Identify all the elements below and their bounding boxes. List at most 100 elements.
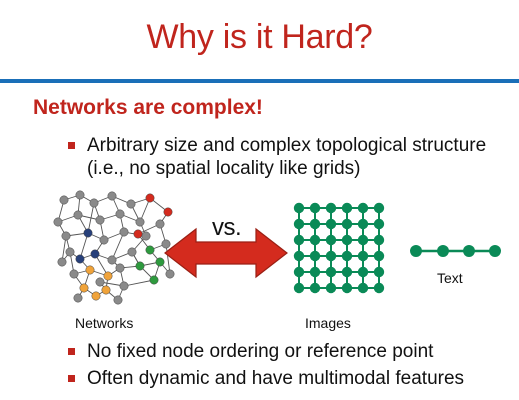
network-edge [111, 231, 125, 261]
grid-node [325, 234, 337, 246]
images-caption: Images [305, 315, 351, 331]
network-node [163, 207, 173, 217]
network-edge [87, 202, 95, 234]
network-node [145, 245, 155, 255]
network-node [155, 219, 165, 229]
network-edge [123, 279, 155, 287]
double-arrow-shape [164, 227, 288, 279]
network-node [61, 231, 71, 241]
grid-node [373, 282, 385, 294]
network-node [113, 295, 123, 305]
title-divider [0, 79, 519, 83]
grid-node [325, 266, 337, 278]
grid-node [357, 234, 369, 246]
grid-node [293, 266, 305, 278]
network-node [57, 257, 67, 267]
network-node [59, 195, 69, 205]
bullet-text: No fixed node ordering or reference poin… [87, 341, 434, 362]
networks-caption: Networks [75, 315, 134, 331]
grid-node [309, 234, 321, 246]
grid-node [309, 218, 321, 230]
network-node [107, 191, 117, 201]
network-node [85, 265, 95, 275]
bullet-item-1: Arbitrary size and complex topological s… [68, 134, 497, 180]
chain-node [463, 245, 475, 257]
grid-node [357, 250, 369, 262]
grid-node [325, 250, 337, 262]
bullet-item-3: Often dynamic and have multimodal featur… [68, 367, 465, 390]
grid-node [341, 250, 353, 262]
vs-label: vs. [212, 214, 242, 241]
grid-node [373, 250, 385, 262]
network-node [119, 281, 129, 291]
network-node [91, 291, 101, 301]
grid-node [325, 282, 337, 294]
grid-node [373, 234, 385, 246]
network-node [115, 263, 125, 273]
grid-node [373, 266, 385, 278]
grid-node [373, 202, 385, 214]
grid-node [341, 218, 353, 230]
network-node [165, 269, 175, 279]
bullet-text: Arbitrary size and complex topological s… [87, 135, 487, 179]
bullet-marker-icon [68, 142, 75, 149]
network-node [135, 217, 145, 227]
grid-node [357, 282, 369, 294]
grid-node [293, 202, 305, 214]
network-node [115, 209, 125, 219]
network-node [103, 271, 113, 281]
chain-node [437, 245, 449, 257]
network-node [89, 198, 99, 208]
grid-node [293, 282, 305, 294]
network-node [135, 261, 145, 271]
grid-node [357, 266, 369, 278]
network-node [75, 254, 85, 264]
section-heading: Networks are complex! [33, 96, 263, 119]
network-node [119, 227, 129, 237]
grid-node [341, 202, 353, 214]
bullet-marker-icon [68, 348, 75, 355]
grid-node [293, 234, 305, 246]
network-node [149, 275, 159, 285]
grid-node [293, 250, 305, 262]
grid-node [373, 218, 385, 230]
network-node [90, 249, 100, 259]
network-edge [79, 232, 89, 260]
grid-node [341, 234, 353, 246]
grid-node [309, 202, 321, 214]
network-node [155, 257, 165, 267]
network-node [53, 217, 63, 227]
network-node [79, 283, 89, 293]
network-node [107, 255, 117, 265]
network-node [126, 199, 136, 209]
network-node [69, 269, 79, 279]
network-node [73, 210, 83, 220]
bullet-text: Often dynamic and have multimodal featur… [87, 368, 465, 389]
bullet-item-2: No fixed node ordering or reference poin… [68, 340, 434, 363]
network-node [133, 229, 143, 239]
network-node [95, 215, 105, 225]
grid-node [325, 202, 337, 214]
grid-node [293, 218, 305, 230]
bullet-marker-icon [68, 375, 75, 382]
network-node [161, 239, 171, 249]
network-node [73, 293, 83, 303]
network-node [83, 228, 93, 238]
grid-node [309, 250, 321, 262]
network-node [95, 277, 105, 287]
network-node [127, 247, 137, 257]
network-node [99, 235, 109, 245]
slide-title: Why is it Hard? [146, 18, 373, 56]
grid-node [309, 266, 321, 278]
grid-node [357, 218, 369, 230]
grid-node [357, 202, 369, 214]
network-node [145, 193, 155, 203]
network-edge [165, 243, 171, 275]
chain-node [489, 245, 501, 257]
grid-node [309, 282, 321, 294]
grid-node [341, 266, 353, 278]
